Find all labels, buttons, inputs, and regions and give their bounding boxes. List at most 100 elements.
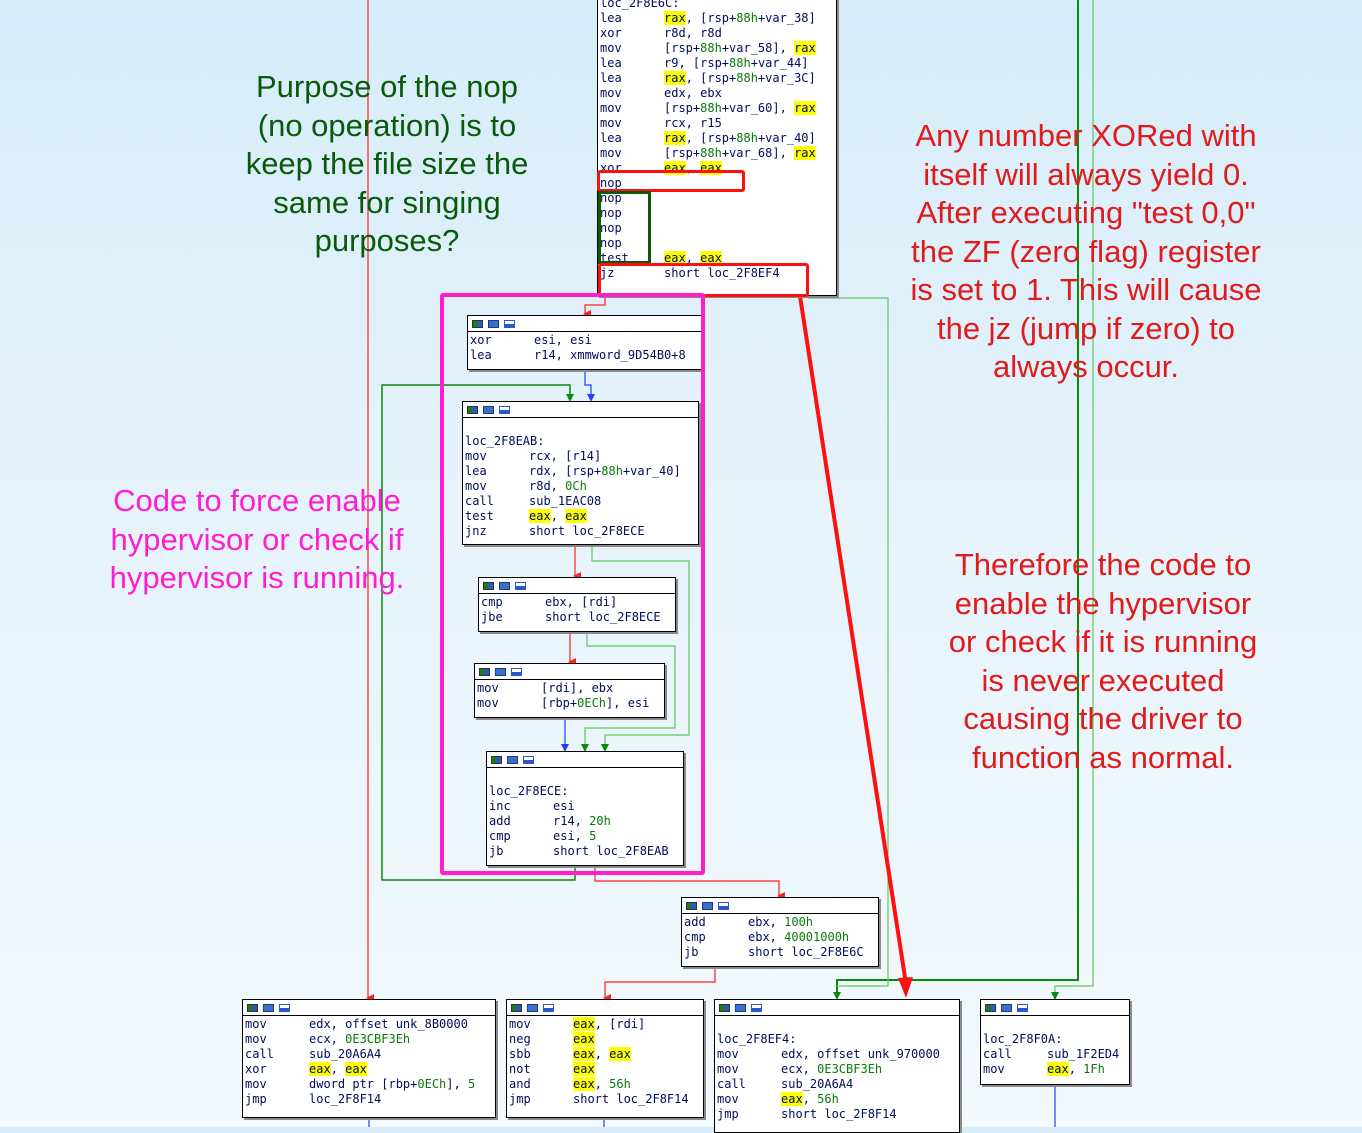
graph-color-icon[interactable] (686, 901, 697, 910)
graph-view-icon[interactable] (511, 667, 522, 676)
asm-line[interactable]: mov[rsp+88h+var_60], rax (600, 101, 834, 116)
asm-line[interactable]: nop (600, 206, 834, 221)
graph-view-icon[interactable] (279, 1003, 290, 1012)
asm-line[interactable]: loc_2F8EF4: (717, 1032, 957, 1047)
graph-view-icon[interactable] (504, 319, 515, 328)
graph-rename-icon[interactable] (488, 319, 499, 328)
graph-view-icon[interactable] (751, 1003, 762, 1012)
asm-line[interactable]: mov[rdi], ebx (477, 681, 662, 696)
graph-rename-icon[interactable] (702, 901, 713, 910)
asm-line[interactable]: mov[rbp+0ECh], esi (477, 696, 662, 711)
asm-line[interactable]: loc_2F8E6C: (600, 0, 834, 11)
graph-view-icon[interactable] (515, 581, 526, 590)
graph-rename-icon[interactable] (263, 1003, 274, 1012)
asm-line[interactable]: nop (600, 236, 834, 251)
graph-rename-icon[interactable] (527, 1003, 538, 1012)
asm-line[interactable]: mov[rsp+88h+var_58], rax (600, 41, 834, 56)
graph-rename-icon[interactable] (495, 667, 506, 676)
graph-color-icon[interactable] (511, 1003, 522, 1012)
graph-view-icon[interactable] (543, 1003, 554, 1012)
asm-line[interactable]: loc_2F8EAB: (465, 434, 696, 449)
graph-view-icon[interactable] (499, 405, 510, 414)
graph-color-icon[interactable] (479, 667, 490, 676)
asm-line[interactable]: nop (600, 221, 834, 236)
asm-line[interactable]: nop (600, 191, 834, 206)
graph-color-icon[interactable] (719, 1003, 730, 1012)
graph-rename-icon[interactable] (1001, 1003, 1012, 1012)
graph-rename-icon[interactable] (499, 581, 510, 590)
graph-color-icon[interactable] (467, 405, 478, 414)
asm-line[interactable]: mov[rsp+88h+var_68], rax (600, 146, 834, 161)
graph-color-icon[interactable] (472, 319, 483, 328)
graph-color-icon[interactable] (483, 581, 494, 590)
graph-color-icon[interactable] (985, 1003, 996, 1012)
graph-rename-icon[interactable] (507, 755, 518, 764)
asm-line[interactable]: loc_2F8F0A: (983, 1032, 1127, 1047)
graph-view-icon[interactable] (523, 755, 534, 764)
graph-color-icon[interactable] (491, 755, 502, 764)
asm-line[interactable]: loc_2F8ECE: (489, 784, 681, 799)
graph-rename-icon[interactable] (735, 1003, 746, 1012)
graph-view-icon[interactable] (718, 901, 729, 910)
asm-line[interactable] (983, 1017, 1127, 1032)
graph-view-icon[interactable] (1017, 1003, 1028, 1012)
graph-rename-icon[interactable] (483, 405, 494, 414)
asm-line[interactable] (717, 1017, 957, 1032)
asm-line[interactable]: nop (600, 176, 834, 191)
